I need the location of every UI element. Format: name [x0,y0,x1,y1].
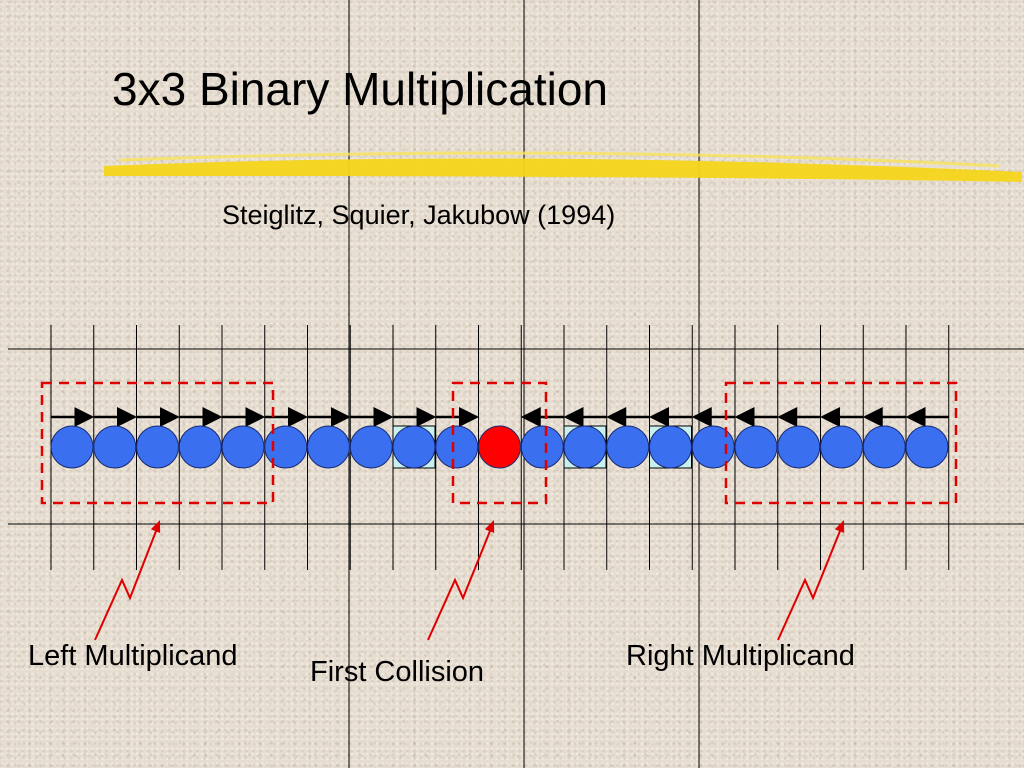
right-pointer-arrow [777,525,843,641]
left-pointer-arrowhead [150,520,161,533]
slide-grid-lines [8,0,1024,768]
particle [820,425,863,469]
title-highlight-stroke-edge [119,151,1001,168]
first-collision-box [451,381,548,505]
left-multiplicand-label: Left Multiplicand [28,640,238,672]
particle [392,425,436,469]
collision-particle [478,425,521,469]
right-multiplicand-box [724,381,958,505]
particle [691,425,735,469]
particle [606,425,650,469]
particle [649,425,692,469]
left-pointer-arrow [94,525,159,641]
particle [136,425,179,469]
particle [563,425,607,469]
left-multiplicand-box [40,381,275,505]
particle [93,425,137,469]
particle [264,425,308,469]
particle [777,425,821,469]
particle [349,425,393,469]
center-pointer-arrow [427,525,493,641]
particle [307,425,350,469]
title-highlight-stroke [104,158,1022,182]
right-pointer-arrowhead [834,520,845,533]
particle [435,425,479,469]
particle [178,425,222,469]
particle [221,425,265,469]
particle [50,425,94,469]
center-pointer-arrowhead [484,520,495,533]
particle [520,425,564,469]
slide-title: 3x3 Binary Multiplication [112,63,609,115]
first-collision-label: First Collision [310,656,485,688]
particle [905,425,949,469]
right-multiplicand-label: Right Multiplicand [626,640,855,672]
slide-subtitle: Steiglitz, Squier, Jakubow (1994) [222,200,616,230]
particle [734,425,778,469]
particle [862,425,906,469]
